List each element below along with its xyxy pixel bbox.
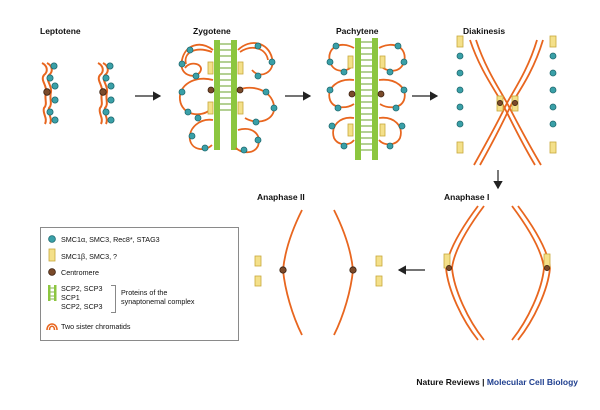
centromere [377, 90, 385, 98]
diakinesis-cohesin [456, 52, 557, 128]
zygotene-cohesin-b [207, 61, 244, 115]
cohesin-a-icon [48, 235, 56, 243]
anaphase2-chromatids [282, 209, 354, 336]
legend-cohesin-b: SMC1β, SMC3, ? [61, 252, 118, 261]
legend-sc-line-2: SCP1 [61, 293, 80, 302]
sister-chromatids-icon [46, 323, 58, 331]
legend-centromere: Centromere [61, 268, 99, 277]
centromere [497, 100, 503, 106]
anaphase1-cohesin-b [443, 253, 551, 269]
journal-name: Nature Reviews [416, 377, 480, 387]
label-leptotene: Leptotene [40, 26, 81, 36]
leptotene-cohesin-left [46, 62, 59, 124]
pachytene-cohesin-b [347, 55, 386, 137]
centromere [43, 88, 51, 96]
anaphase2-cohesin-b [254, 255, 383, 287]
centromere [99, 88, 107, 96]
label-diakinesis: Diakinesis [463, 26, 506, 36]
legend: SMC1α, SMC3, Rec8*, STAG3 SMC1β, SMC3, ?… [40, 227, 239, 341]
centromere [207, 86, 215, 94]
synaptonemal-complex-icon [48, 285, 57, 301]
legend-sc-caption-1: Proteins of the [121, 288, 168, 297]
cohesin-b-icon [48, 248, 56, 262]
legend-cohesin-a: SMC1α, SMC3, Rec8*, STAG3 [61, 235, 160, 244]
diakinesis-chromatids [469, 39, 544, 166]
legend-bracket [111, 285, 116, 313]
label-zygotene: Zygotene [193, 26, 231, 36]
centromere [236, 86, 244, 94]
pachytene-cohesin [326, 42, 408, 150]
zygotene-cohesin [178, 42, 278, 154]
centromere [349, 266, 357, 274]
label-pachytene: Pachytene [336, 26, 379, 36]
legend-sc-line-1: SCP2, SCP3 [61, 284, 103, 293]
centromere [512, 100, 518, 106]
pachytene-synaptonemal-complex [355, 38, 378, 160]
journal-section: Molecular Cell Biology [486, 377, 578, 387]
zygotene-synaptonemal-complex [214, 40, 237, 150]
legend-sister-chromatids: Two sister chromatids [61, 322, 131, 331]
diakinesis-cohesin-b [456, 35, 557, 154]
centromere [446, 265, 452, 271]
centromere [279, 266, 287, 274]
label-anaphase-1: Anaphase I [444, 192, 490, 202]
label-anaphase-2: Anaphase II [257, 192, 305, 202]
centromere-icon [48, 268, 56, 276]
journal-credit: Nature Reviews | Molecular Cell Biology [416, 377, 578, 387]
legend-sc-line-3: SCP2, SCP3 [61, 302, 103, 311]
anaphase1-chromatids [445, 205, 551, 341]
centromere [544, 265, 550, 271]
centromere [348, 90, 356, 98]
legend-sc-caption-2: synaptonemal complex [121, 297, 195, 306]
leptotene-cohesin-right [102, 62, 115, 124]
journal-separator: | [479, 377, 487, 387]
